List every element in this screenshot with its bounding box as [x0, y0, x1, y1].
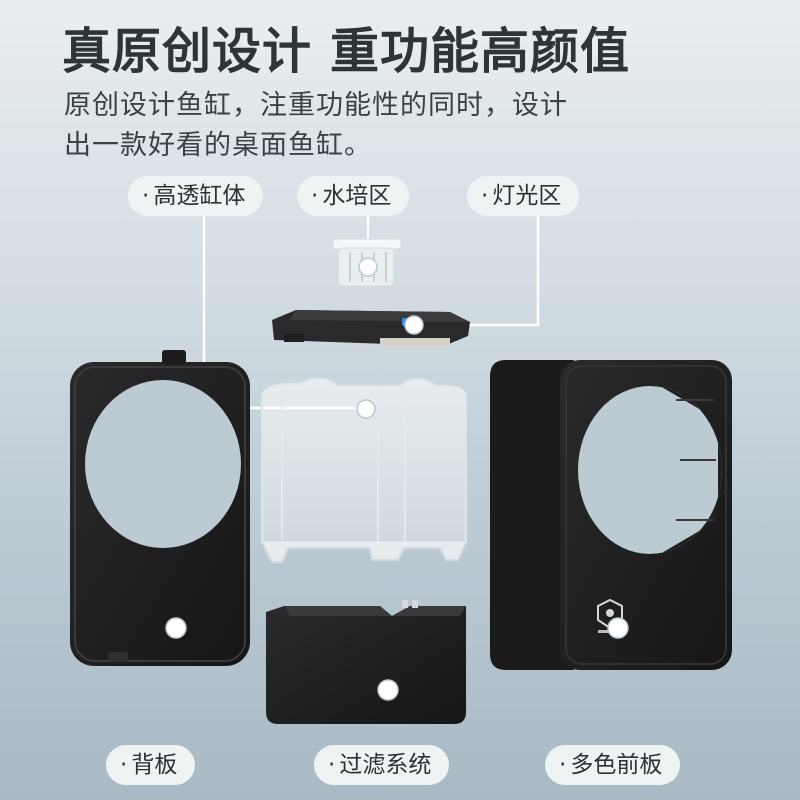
callout-filter-system: ·过滤系统: [314, 745, 450, 785]
callout-back-panel: ·背板: [106, 745, 196, 785]
dot-hydroponic: [358, 257, 378, 277]
front-panel: [490, 360, 732, 670]
back-panel: [70, 350, 250, 666]
callout-tank-body: ·高透缸体: [128, 176, 264, 216]
dot-front-panel: [607, 617, 629, 639]
headline: 真原创设计 重功能高颜值: [62, 23, 631, 80]
dot-tank-body: [356, 399, 376, 419]
light-lid: [272, 310, 470, 346]
glass-tank-body: [261, 377, 467, 563]
dot-filter: [377, 679, 399, 701]
connector-light: [414, 215, 540, 327]
filter-system-base: [266, 600, 466, 724]
description: 原创设计鱼缸，注重功能性的同时，设计 出一款好看的桌面鱼缸。: [64, 86, 568, 166]
dot-back-panel: [165, 617, 187, 639]
dot-light: [404, 315, 424, 335]
callout-light-area: ·灯光区: [467, 176, 580, 216]
callout-dots: [165, 257, 629, 701]
callout-front-panel: ·多色前板: [545, 745, 681, 785]
description-line-2: 出一款好看的桌面鱼缸。: [64, 130, 372, 161]
description-line-1: 原创设计鱼缸，注重功能性的同时，设计: [64, 90, 568, 121]
callout-hydroponic-area: ·水培区: [297, 176, 410, 216]
